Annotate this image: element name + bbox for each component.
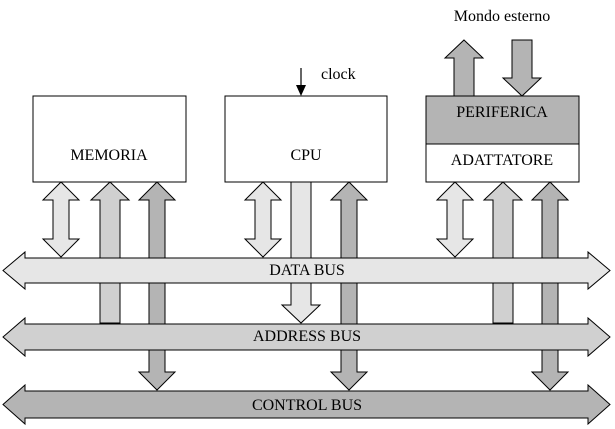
memoria-block — [32, 95, 187, 183]
data-bus-label: DATA BUS — [269, 262, 345, 279]
cpu-label: CPU — [290, 147, 322, 164]
cpu-control-connector — [329, 181, 369, 391]
clock-label: clock — [321, 66, 356, 83]
memoria-data-connector — [41, 181, 81, 258]
memoria-address-connector — [89, 181, 131, 324]
memoria-label: MEMORIA — [70, 147, 148, 164]
periferica-block — [425, 95, 580, 145]
buses — [2, 250, 611, 426]
cpu-block — [224, 95, 388, 183]
external-input-arrow — [501, 39, 543, 97]
address-bus — [2, 316, 611, 358]
control-bus-label: CONTROL BUS — [252, 397, 362, 414]
data-bus — [2, 250, 611, 291]
adattatore-data-connector — [435, 181, 475, 258]
periferica-label: PERIFERICA — [456, 104, 548, 121]
cpu-address-connector — [280, 181, 322, 324]
memoria-control-connector — [137, 181, 177, 391]
adattatore-block — [425, 143, 580, 183]
external-world-arrows — [443, 39, 543, 97]
clock-arrow-head — [296, 85, 306, 96]
control-bus — [2, 383, 611, 426]
address-bus-label: ADDRESS BUS — [253, 328, 361, 345]
external-world-label: Mondo esterno — [454, 8, 550, 25]
bus-connectors — [41, 181, 570, 391]
adattatore-control-connector — [530, 181, 570, 391]
adattatore-label: ADATTATORE — [451, 152, 553, 169]
external-output-arrow — [443, 39, 485, 97]
cpu-data-connector — [243, 181, 283, 258]
adattatore-address-connector — [482, 181, 524, 324]
